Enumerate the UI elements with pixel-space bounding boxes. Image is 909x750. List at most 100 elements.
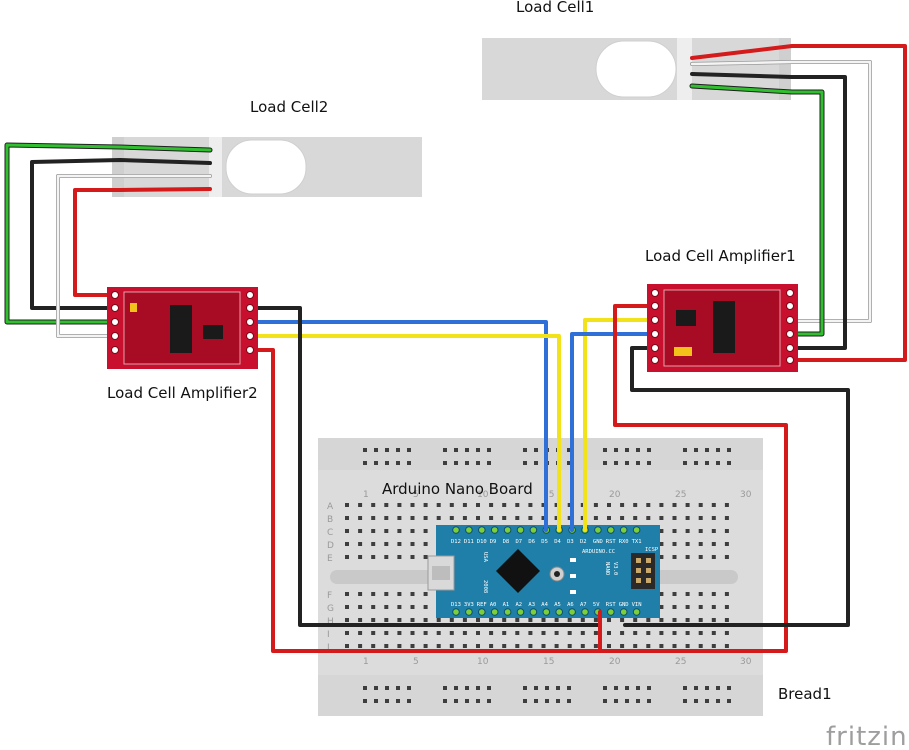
nano-top-pin[interactable] (529, 526, 538, 534)
nano-bottom-pin[interactable] (465, 608, 473, 616)
breadboard-hole (620, 618, 625, 622)
amp-pin[interactable] (786, 356, 794, 364)
breadboard-hole (633, 516, 638, 520)
nano-bottom-pin[interactable] (555, 608, 564, 616)
amp-pin[interactable] (786, 316, 794, 324)
nano-bottom-pin[interactable] (490, 608, 499, 616)
nano-top-pin-label: D8 (503, 539, 510, 545)
nano-bottom-pin[interactable] (619, 608, 628, 616)
rail-hole (443, 461, 447, 465)
amp-pin[interactable] (786, 344, 794, 352)
amp-pin[interactable] (246, 304, 254, 312)
nano-bottom-pin[interactable] (516, 608, 525, 616)
breadboard-hole (410, 529, 415, 533)
nano-bottom-pin[interactable] (503, 608, 512, 616)
breadboard-hole (345, 529, 349, 533)
breadboard-hole (672, 503, 677, 507)
amp-pin[interactable] (246, 291, 254, 299)
nano-bottom-pin-label: VIN (632, 602, 642, 608)
breadboard-hole (620, 516, 625, 520)
breadboard-hole (698, 555, 703, 559)
amp-pin[interactable] (651, 330, 659, 338)
nano-bottom-pin[interactable] (478, 608, 486, 616)
breadboard-hole (724, 503, 729, 507)
breadboard-hole (593, 644, 598, 648)
breadboard-hole (358, 592, 363, 596)
breadboard-hole (580, 618, 585, 622)
nano-top-pin[interactable] (452, 526, 460, 534)
amp-pin[interactable] (651, 302, 659, 310)
amp-pin[interactable] (246, 332, 254, 340)
breadboard-hole (607, 618, 611, 622)
rail-hole (454, 448, 458, 452)
nano-top-pin[interactable] (607, 526, 615, 534)
nano-top-pin[interactable] (465, 526, 473, 534)
breadboard-hole (580, 503, 585, 507)
rail-hole (694, 686, 698, 690)
amp-pin[interactable] (786, 289, 794, 297)
amp-pin[interactable] (111, 346, 119, 354)
breadboard-hole (358, 605, 363, 609)
breadboard-hole (646, 503, 651, 507)
nano-top-pin[interactable] (516, 526, 525, 534)
amp-pin[interactable] (651, 316, 659, 324)
amp-1-cap (674, 347, 692, 356)
wire-lc1-red (690, 44, 907, 362)
load-cell-2-end (112, 137, 124, 197)
nano-top-pin-label: D12 (451, 539, 461, 545)
rail-hole (647, 461, 651, 465)
breadboard-hole (358, 516, 363, 520)
rail-hole (603, 461, 607, 465)
breadboard-hole (410, 644, 415, 648)
breadboard-hole (358, 503, 363, 507)
nano-top-pin[interactable] (490, 526, 499, 534)
amp-pin[interactable] (246, 346, 254, 354)
breadboard-hole (528, 618, 533, 622)
rail-hole (534, 448, 538, 452)
amp-pin[interactable] (111, 291, 119, 299)
icsp-pin (636, 568, 641, 573)
nano-bottom-pin[interactable] (452, 608, 460, 616)
nano-top-pin[interactable] (503, 526, 512, 534)
breadboard-hole (476, 516, 480, 520)
rail-hole (396, 461, 400, 465)
breadboard-hole (685, 529, 690, 533)
nano-bottom-pin[interactable] (607, 608, 615, 616)
nano-bottom-pin[interactable] (632, 608, 641, 616)
nano-top-pin[interactable] (619, 526, 628, 534)
amp-pin[interactable] (111, 318, 119, 326)
amp-pin[interactable] (651, 289, 659, 297)
breadboard-hole (384, 644, 389, 648)
rail-hole (385, 461, 389, 465)
breadboard-hole (345, 605, 349, 609)
breadboard-hole (371, 555, 376, 559)
amp-pin[interactable] (786, 330, 794, 338)
nano-top-pin-label: D3 (567, 539, 574, 545)
breadboard-hole (711, 529, 716, 533)
nano-bottom-pin[interactable] (568, 608, 576, 616)
amp-pin[interactable] (786, 302, 794, 310)
label-amplifier-2: Load Cell Amplifier2 (107, 384, 258, 402)
nano-bottom-pin[interactable] (581, 608, 589, 616)
breadboard-hole (580, 644, 585, 648)
col-number-bottom-25: 25 (675, 657, 686, 667)
amp-pin[interactable] (651, 344, 659, 352)
nano-top-pin[interactable] (632, 526, 641, 534)
nano-top-pin[interactable] (594, 526, 602, 534)
breadboard-hole (672, 644, 677, 648)
breadboard-hole (423, 516, 428, 520)
breadboard-hole (423, 644, 428, 648)
wire-lc1-black (690, 72, 847, 350)
rail-hole (523, 448, 527, 452)
rail-hole (534, 686, 538, 690)
amp-pin[interactable] (111, 304, 119, 312)
nano-bottom-pin[interactable] (542, 608, 551, 616)
breadboard-hole (449, 503, 454, 507)
amp-pin[interactable] (111, 332, 119, 340)
rail-hole (407, 448, 411, 452)
nano-top-pin[interactable] (478, 526, 486, 534)
amp-pin[interactable] (246, 318, 254, 326)
amp-pin[interactable] (651, 356, 659, 364)
nano-bottom-pin[interactable] (529, 608, 538, 616)
rail-hole (625, 448, 629, 452)
